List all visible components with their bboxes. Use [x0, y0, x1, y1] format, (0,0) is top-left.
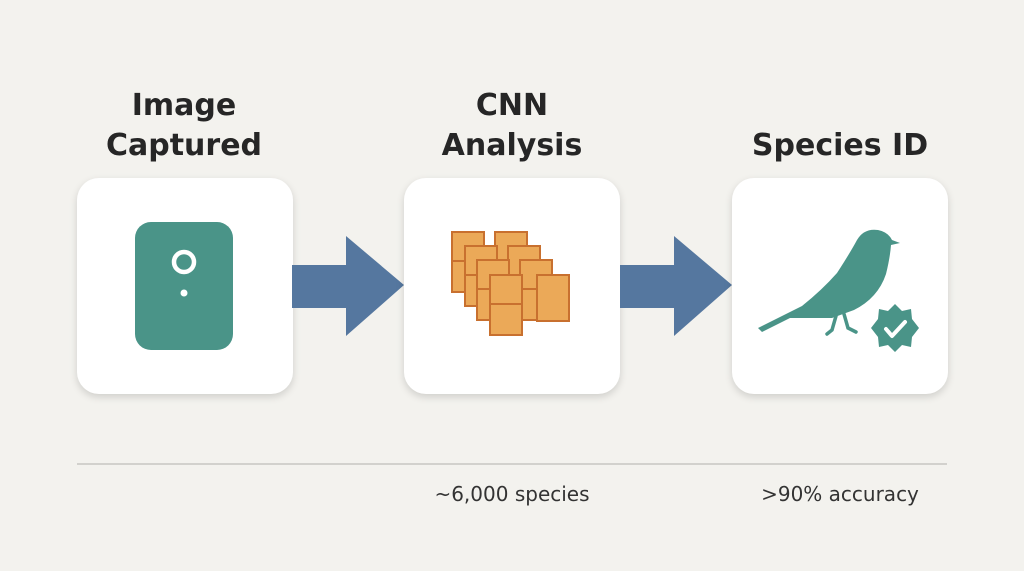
step-title-image-captured: Image Captured	[34, 86, 334, 166]
title-line: Analysis	[441, 128, 583, 163]
step-title-species-id: Species ID	[690, 126, 990, 166]
feature-maps-icon	[451, 231, 570, 336]
note-species-count: ~6,000 species	[434, 482, 590, 506]
title-line: Captured	[105, 128, 263, 163]
camera-trap-icon	[135, 222, 233, 350]
title-line: Species ID	[751, 128, 929, 163]
feature-map-tile	[489, 274, 523, 307]
card-species-id	[732, 178, 948, 394]
feature-map-tile	[489, 303, 523, 336]
bird-verified-icon	[758, 229, 919, 352]
feature-map-tile	[536, 274, 570, 322]
title-line: CNN	[475, 88, 549, 123]
divider	[77, 463, 947, 465]
card-cnn-analysis	[404, 178, 620, 394]
title-line: Image	[131, 88, 237, 123]
note-accuracy: >90% accuracy	[761, 482, 919, 506]
arrow-right-icon	[620, 236, 732, 336]
arrow-right-icon	[292, 236, 404, 336]
card-image-captured	[77, 178, 293, 394]
step-title-cnn-analysis: CNN Analysis	[362, 86, 662, 166]
